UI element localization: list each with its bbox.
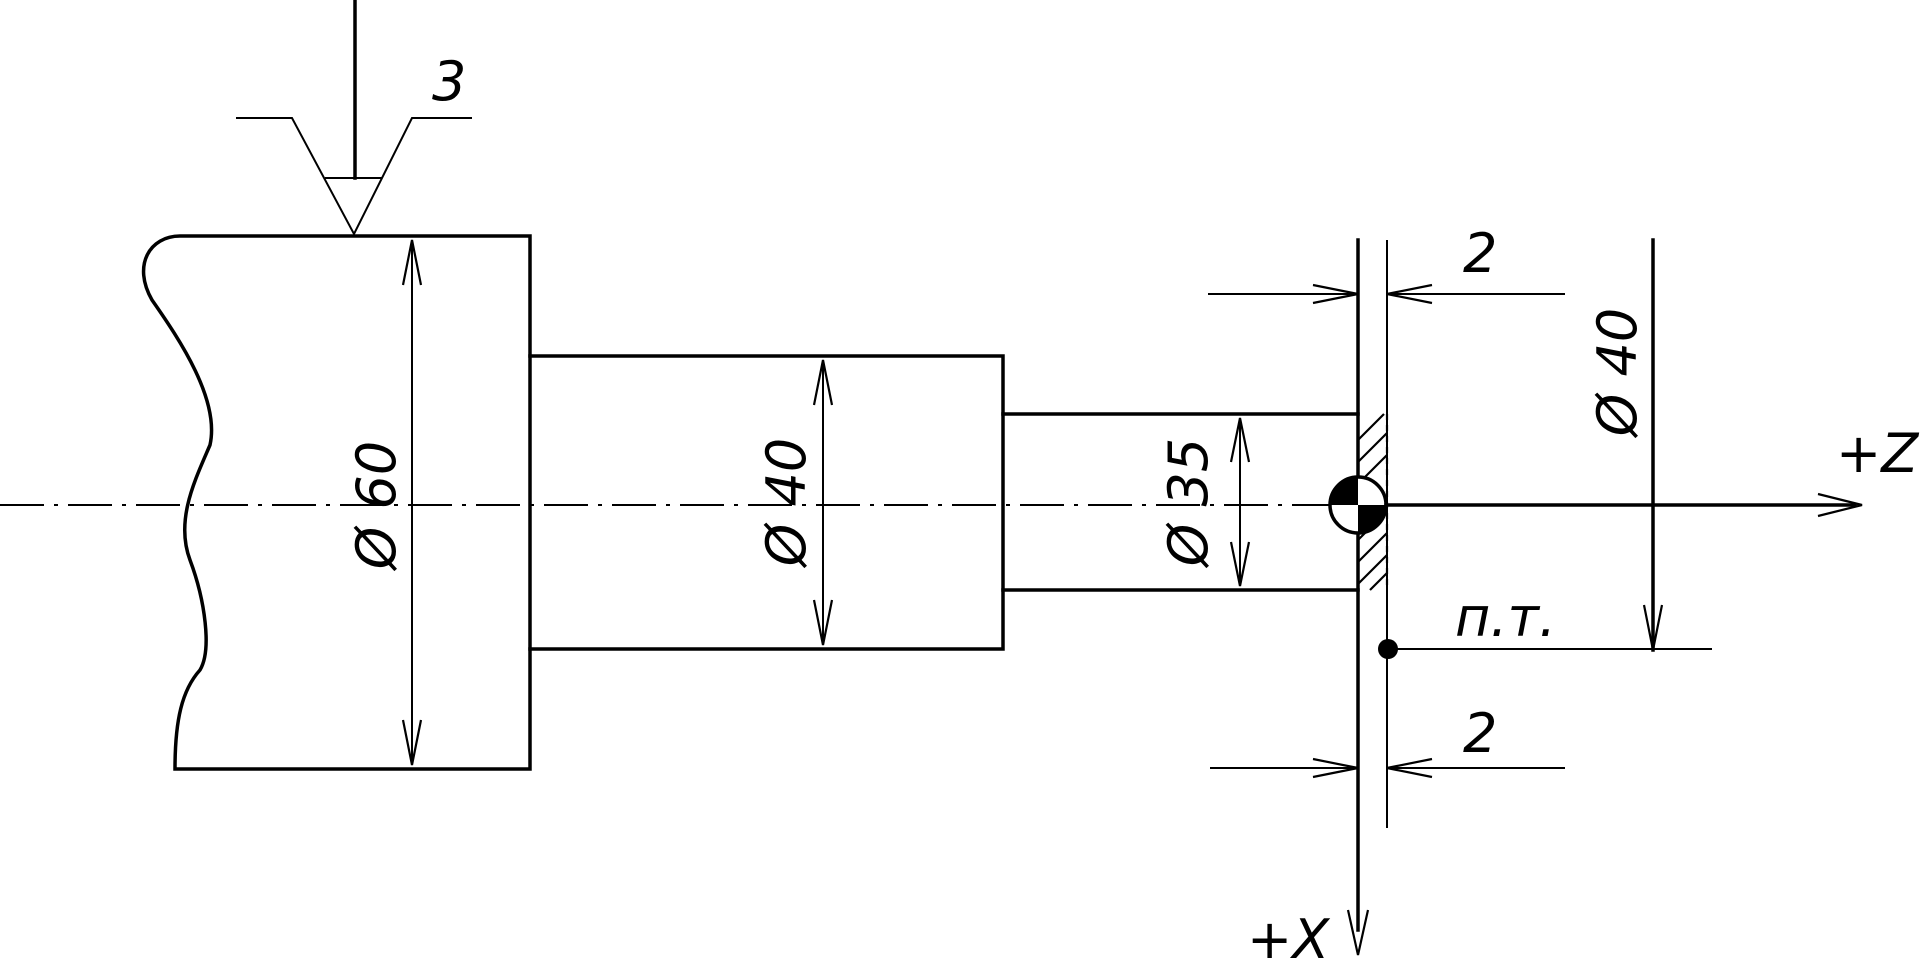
dim-top-offset-line — [1208, 283, 1565, 305]
dim-d40-step-label: Ø 40 — [755, 438, 818, 568]
part-section-d40 — [528, 354, 1005, 651]
dim-d40-step-line — [812, 359, 834, 646]
zero-point-symbol — [1328, 475, 1388, 535]
dim-d35-line — [1229, 417, 1251, 587]
dim-top-offset-label: 2 — [1463, 222, 1497, 285]
x-axis-arrowhead — [1346, 909, 1370, 956]
dim-bottom-offset-line — [1210, 757, 1565, 779]
dim-bottom-offset-label: 2 — [1463, 702, 1497, 765]
part-section-d60 — [141, 234, 532, 771]
axis-x-label: +X — [1247, 908, 1330, 966]
tool-point-label: п.т. — [1455, 586, 1556, 649]
roughness-symbol — [236, 0, 472, 237]
z-axis-arrowhead — [1817, 492, 1863, 518]
dim-d60-label: Ø 60 — [345, 441, 408, 571]
roughness-value: 3 — [432, 50, 466, 113]
axis-z-label: +Z — [1836, 422, 1919, 485]
dim-d40-tool-label: Ø 40 — [1586, 308, 1649, 438]
dim-d60-line — [401, 239, 423, 766]
part-section-d35 — [1001, 412, 1360, 592]
dim-d35-label: Ø 35 — [1157, 438, 1220, 568]
dim-d40-tool-line — [1642, 238, 1664, 652]
